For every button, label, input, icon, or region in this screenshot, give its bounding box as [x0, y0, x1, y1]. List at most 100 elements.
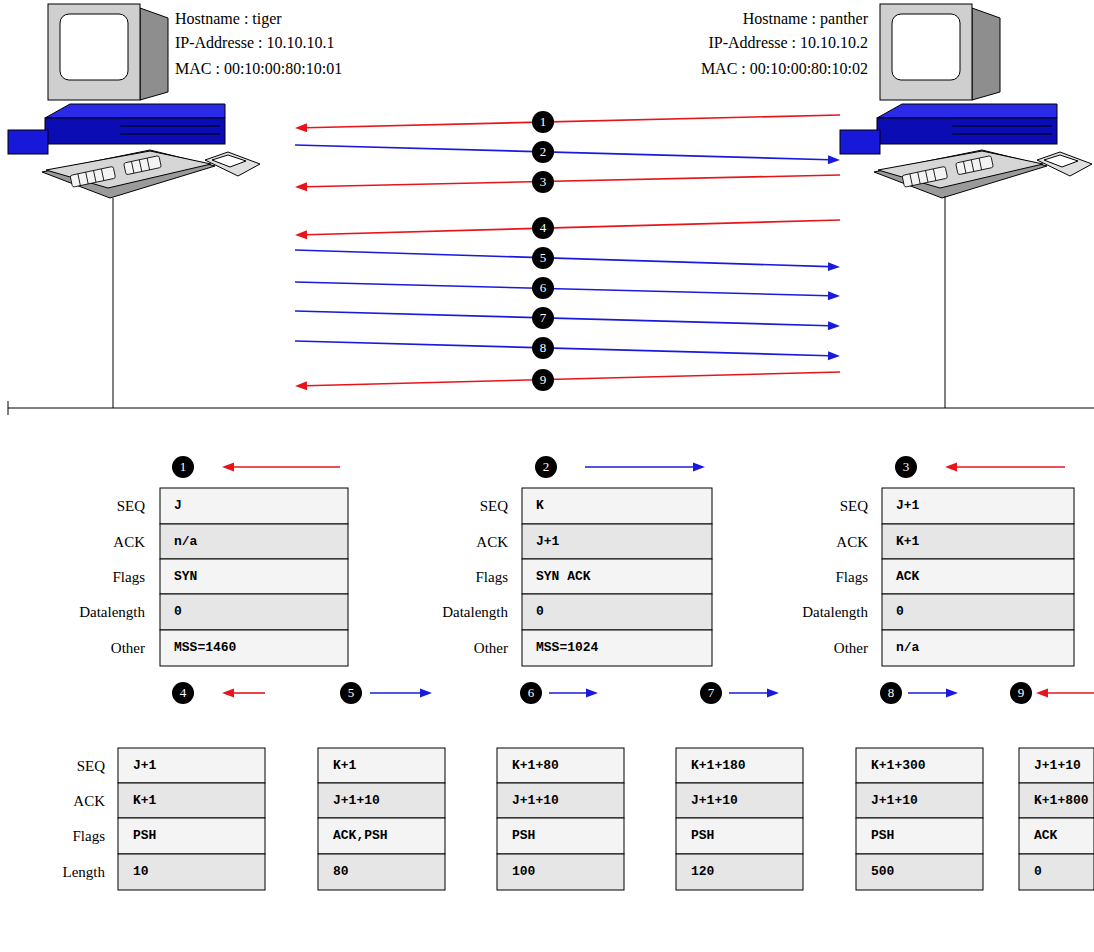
- packet-table: [497, 748, 624, 890]
- callout-number: 1: [172, 456, 194, 478]
- field-value: 100: [512, 864, 535, 880]
- arrow-head: [295, 230, 307, 239]
- table-cell: [318, 854, 445, 890]
- table-cell: [118, 783, 265, 818]
- packet-table: [118, 748, 265, 890]
- arrow-line: [370, 692, 421, 694]
- field-value: ACK,PSH: [333, 828, 388, 844]
- message-arrow: [295, 220, 840, 239]
- host-info: Hostname : panther: [743, 9, 868, 29]
- arrow-head: [1036, 689, 1048, 698]
- field-value: 80: [333, 864, 349, 880]
- arrow-head: [295, 182, 307, 191]
- field-name: SEQ: [480, 497, 508, 515]
- callout-number: 3: [532, 171, 554, 193]
- arrow-line: [295, 311, 829, 326]
- network-bus: [8, 408, 1094, 409]
- table-cell: [118, 818, 265, 854]
- field-name: ACK: [476, 533, 508, 551]
- table-cell: [522, 524, 712, 559]
- field-name: ACK: [113, 533, 145, 551]
- arrow-head: [828, 351, 840, 360]
- table-cell: [160, 559, 348, 594]
- field-value: SYN ACK: [536, 569, 591, 585]
- table-cell: [676, 783, 803, 818]
- callout-number: 6: [520, 682, 542, 704]
- table-cell: [160, 630, 348, 666]
- table-cell: [522, 630, 712, 666]
- table-cell: [522, 559, 712, 594]
- arrow-head: [828, 155, 840, 164]
- message-arrow: [295, 175, 840, 191]
- arrow-line: [295, 282, 829, 296]
- field-name: ACK: [836, 533, 868, 551]
- arrow-head: [295, 381, 307, 390]
- field-value: 0: [896, 604, 904, 620]
- field-value: J+1+10: [512, 793, 559, 809]
- host-info: MAC : 00:10:00:80:10:01: [175, 59, 342, 79]
- arrow-head: [586, 689, 598, 698]
- arrow-line: [233, 466, 340, 468]
- arrow-head: [295, 123, 307, 132]
- field-value: J+1: [133, 758, 156, 774]
- table-cell: [118, 748, 265, 783]
- bus-end: [8, 401, 9, 415]
- field-name: Datalength: [802, 603, 868, 621]
- table-cell: [882, 524, 1074, 559]
- field-name: Flags: [112, 568, 145, 586]
- arrow-line: [908, 692, 947, 694]
- packet-table: [676, 748, 803, 890]
- field-value: J: [174, 498, 182, 514]
- callout-number: 5: [340, 682, 362, 704]
- callout-number: 3: [895, 456, 917, 478]
- field-name: ACK: [73, 792, 105, 810]
- field-value: J+1: [536, 534, 559, 550]
- message-arrow: [295, 282, 840, 300]
- field-value: K+1+800: [1034, 793, 1089, 809]
- direction-arrow: [370, 689, 432, 698]
- field-value: J+1: [896, 498, 919, 514]
- table-cell: [318, 748, 445, 783]
- table-cell: [882, 488, 1074, 524]
- direction-arrow: [1036, 689, 1094, 698]
- table-cell: [1019, 783, 1094, 818]
- field-value: K+1: [133, 793, 156, 809]
- table-cell: [676, 818, 803, 854]
- arrow-line: [295, 250, 829, 267]
- arrow-line: [549, 692, 587, 694]
- arrow-head: [828, 262, 840, 271]
- message-arrow: [295, 145, 840, 164]
- table-cell: [318, 783, 445, 818]
- network-drop: [945, 196, 946, 408]
- field-value: ACK: [896, 569, 919, 585]
- field-value: K+1: [896, 534, 919, 550]
- callout-number: 7: [532, 307, 554, 329]
- callout-number: 8: [532, 337, 554, 359]
- field-name: Flags: [475, 568, 508, 586]
- callout-number: 4: [172, 682, 194, 704]
- arrow-head: [222, 463, 234, 472]
- message-arrow: [295, 311, 840, 330]
- field-value: J+1+10: [871, 793, 918, 809]
- table-cell: [318, 818, 445, 854]
- callout-number: 4: [532, 217, 554, 239]
- arrow-line: [585, 466, 694, 468]
- field-value: K+1+180: [691, 758, 746, 774]
- field-value: K+1: [333, 758, 356, 774]
- arrow-line: [306, 175, 840, 187]
- host-station: Hostname : tigerIP-Addresse : 10.10.10.1…: [0, 0, 295, 400]
- field-value: J+1+10: [691, 793, 738, 809]
- field-value: PSH: [871, 828, 894, 844]
- arrow-head: [946, 689, 958, 698]
- arrow-head: [767, 689, 779, 698]
- field-value: K+1+300: [871, 758, 926, 774]
- message-arrow: [295, 250, 840, 271]
- arrow-line: [233, 692, 265, 694]
- host-info: IP-Addresse : 10.10.10.2: [708, 33, 868, 53]
- table-cell: [856, 783, 983, 818]
- message-arrow: [295, 115, 840, 132]
- table-cell: [676, 854, 803, 890]
- arrow-head: [222, 689, 234, 698]
- arrow-line: [306, 115, 840, 128]
- callout-number: 7: [700, 682, 722, 704]
